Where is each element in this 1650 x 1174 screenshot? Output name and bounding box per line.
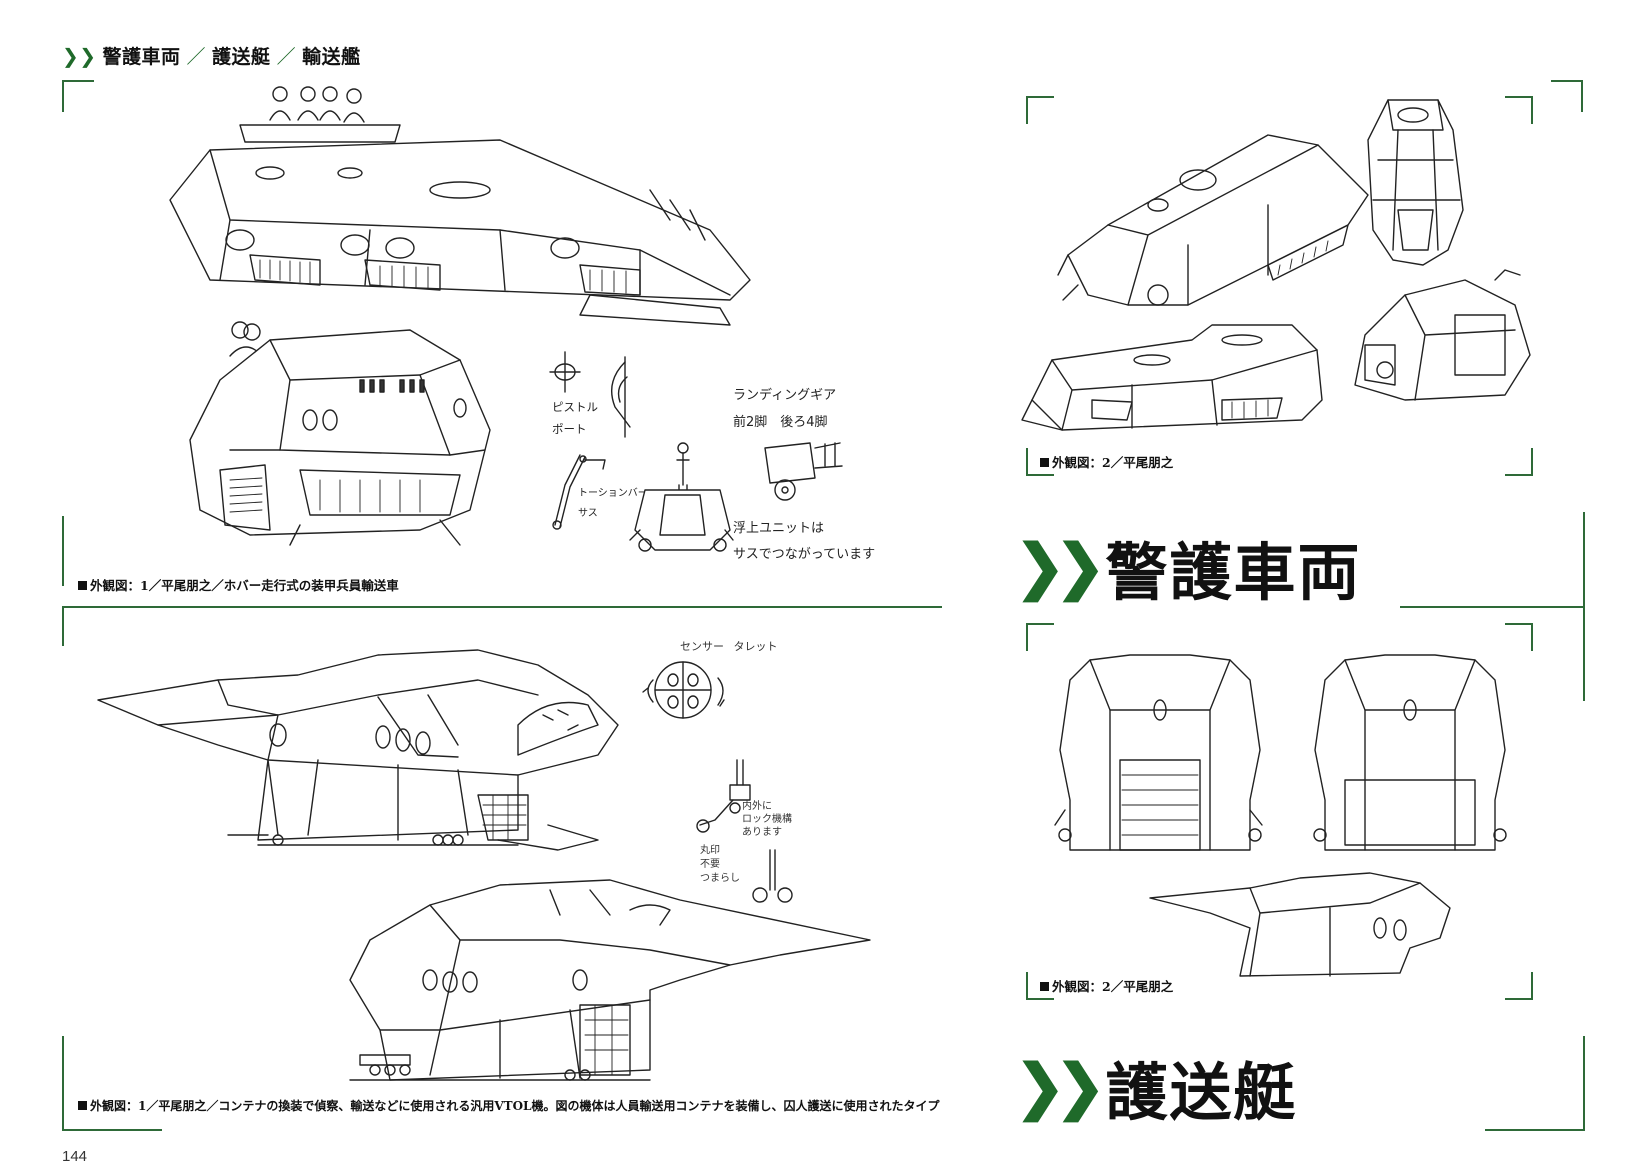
crew-figures-sketch bbox=[269, 86, 365, 123]
note-line: 浮上ユニットは bbox=[733, 521, 825, 536]
page-number: 144 bbox=[62, 1148, 88, 1165]
frame-corner bbox=[1581, 606, 1585, 701]
right-top-caption: 外観図：2／平尾朋之 bbox=[1040, 452, 1173, 471]
header-separator: ／ bbox=[186, 46, 207, 68]
left-bottom-caption: 外観図：1／平尾朋之／コンテナの換装で偵察、輸送などに使用される汎用VTOL機。… bbox=[78, 1097, 940, 1114]
hover-apc-rear-sketch bbox=[189, 321, 491, 546]
note-line: 不要 bbox=[700, 859, 720, 870]
caption-text: 外観図：2／平尾朋之 bbox=[1052, 455, 1174, 470]
note-line: ランディングギア bbox=[733, 388, 837, 403]
frame-corner bbox=[1505, 96, 1533, 124]
frame-divider bbox=[1400, 606, 1583, 609]
float-unit-note: 浮上ユニットは サスでつながっています bbox=[733, 516, 875, 568]
escort-craft-front-sketch bbox=[1054, 654, 1263, 851]
header-item-escort-craft: 護送艇 bbox=[212, 46, 271, 68]
vtol-side-sketch-upper bbox=[97, 649, 619, 851]
title-text: 護送艇 bbox=[1105, 1056, 1298, 1129]
escort-vehicle-side-sketch bbox=[1021, 324, 1323, 431]
square-bullet-icon bbox=[78, 1101, 87, 1110]
frame-corner bbox=[62, 516, 66, 586]
pistol-port-detail-sketch bbox=[549, 351, 631, 438]
caption-text: 外観図：1／平尾朋之／ホバー走行式の装甲兵員輸送車 bbox=[90, 578, 399, 593]
note-line: トーションバー bbox=[578, 488, 648, 499]
frame-corner bbox=[62, 1036, 66, 1131]
frame-corner bbox=[62, 606, 66, 646]
hover-apc-side-sketch bbox=[169, 86, 751, 326]
title-text: 警護車両 bbox=[1105, 536, 1362, 609]
note-line: 内外に bbox=[742, 801, 772, 812]
note-line: ピストル bbox=[552, 400, 598, 414]
escort-vehicle-front-sketch bbox=[1367, 99, 1464, 266]
escort-craft-title: ❯❯ 護送艇 bbox=[1015, 1042, 1298, 1132]
landing-gear-note: ランディングギア 前2脚 後ろ4脚 bbox=[733, 382, 836, 436]
header-item-transport-ship: 輸送艦 bbox=[302, 46, 361, 68]
landing-gear-detail-sketch bbox=[764, 442, 843, 501]
square-bullet-icon bbox=[1040, 982, 1049, 991]
frame-corner bbox=[1505, 623, 1533, 651]
double-chevron-icon: ❯❯ bbox=[1015, 532, 1105, 602]
frame-corner bbox=[1505, 448, 1533, 476]
note-line: センサー bbox=[680, 640, 724, 653]
frame-corner bbox=[1026, 96, 1054, 124]
escort-craft-side-sketch bbox=[1149, 872, 1451, 977]
escort-craft-rear-sketch bbox=[1313, 654, 1507, 851]
note-line: 丸印 bbox=[700, 845, 720, 856]
note-line: つまらし bbox=[700, 873, 740, 884]
note-line: サスでつながっています bbox=[733, 547, 876, 562]
apc-front-view-sketch bbox=[629, 442, 734, 552]
left-top-caption: 外観図：1／平尾朋之／ホバー走行式の装甲兵員輸送車 bbox=[78, 575, 399, 594]
frame-divider bbox=[62, 1129, 162, 1132]
pistol-port-note: ピストル ポート bbox=[552, 396, 598, 440]
note-line: タレット bbox=[733, 640, 778, 653]
escort-vehicle-title: ❯❯ 警護車両 bbox=[1015, 522, 1362, 612]
section-header: ❯❯ 警護車両 ／ 護送艇 ／ 輸送艦 bbox=[62, 42, 361, 69]
header-item-escort-vehicle: 警護車両 bbox=[102, 46, 181, 68]
frame-divider bbox=[62, 606, 942, 609]
frame-corner bbox=[1026, 448, 1054, 476]
caption-text: 外観図：2／平尾朋之 bbox=[1052, 979, 1174, 994]
crew-figures-sketch bbox=[229, 321, 263, 357]
double-chevron-icon: ❯❯ bbox=[1015, 1052, 1105, 1122]
note-line: ポート bbox=[552, 422, 587, 436]
gear-lock-note: 内外に ロック機構 あります bbox=[742, 800, 792, 839]
note-line: サス bbox=[578, 508, 598, 519]
frame-divider bbox=[1485, 1129, 1583, 1132]
torsion-bar-note: トーションバー サス bbox=[578, 484, 648, 524]
note-line: ロック機構 bbox=[742, 814, 792, 825]
sensor-turret-note: センサー タレット bbox=[680, 638, 778, 654]
square-bullet-icon bbox=[78, 581, 87, 590]
frame-corner bbox=[1551, 80, 1583, 112]
torsion-bar-sketch bbox=[552, 454, 606, 530]
vtol-gear-detail-sketch bbox=[696, 759, 793, 903]
right-bottom-caption: 外観図：2／平尾朋之 bbox=[1040, 976, 1173, 995]
gear-memo-note: 丸印 不要 つまらし bbox=[700, 844, 740, 886]
frame-corner bbox=[1505, 972, 1533, 1000]
sensor-turret-sketch bbox=[642, 661, 725, 719]
chevron-icon: ❯❯ bbox=[62, 43, 97, 68]
caption-text: 外観図：1／平尾朋之／コンテナの換装で偵察、輸送などに使用される汎用VTOL機。… bbox=[90, 1099, 940, 1113]
frame-corner bbox=[1581, 512, 1585, 607]
note-line: あります bbox=[742, 827, 782, 838]
escort-vehicle-rear-iso-sketch bbox=[1354, 269, 1531, 401]
frame-corner bbox=[62, 80, 94, 112]
escort-vehicle-iso-sketch bbox=[1057, 134, 1369, 306]
vtol-side-sketch-lower bbox=[349, 879, 871, 1081]
frame-corner bbox=[1581, 1036, 1585, 1131]
header-separator: ／ bbox=[276, 46, 297, 68]
frame-corner bbox=[1026, 972, 1054, 1000]
frame-corner bbox=[1026, 623, 1054, 651]
square-bullet-icon bbox=[1040, 458, 1049, 467]
note-line: 前2脚 後ろ4脚 bbox=[733, 415, 828, 430]
